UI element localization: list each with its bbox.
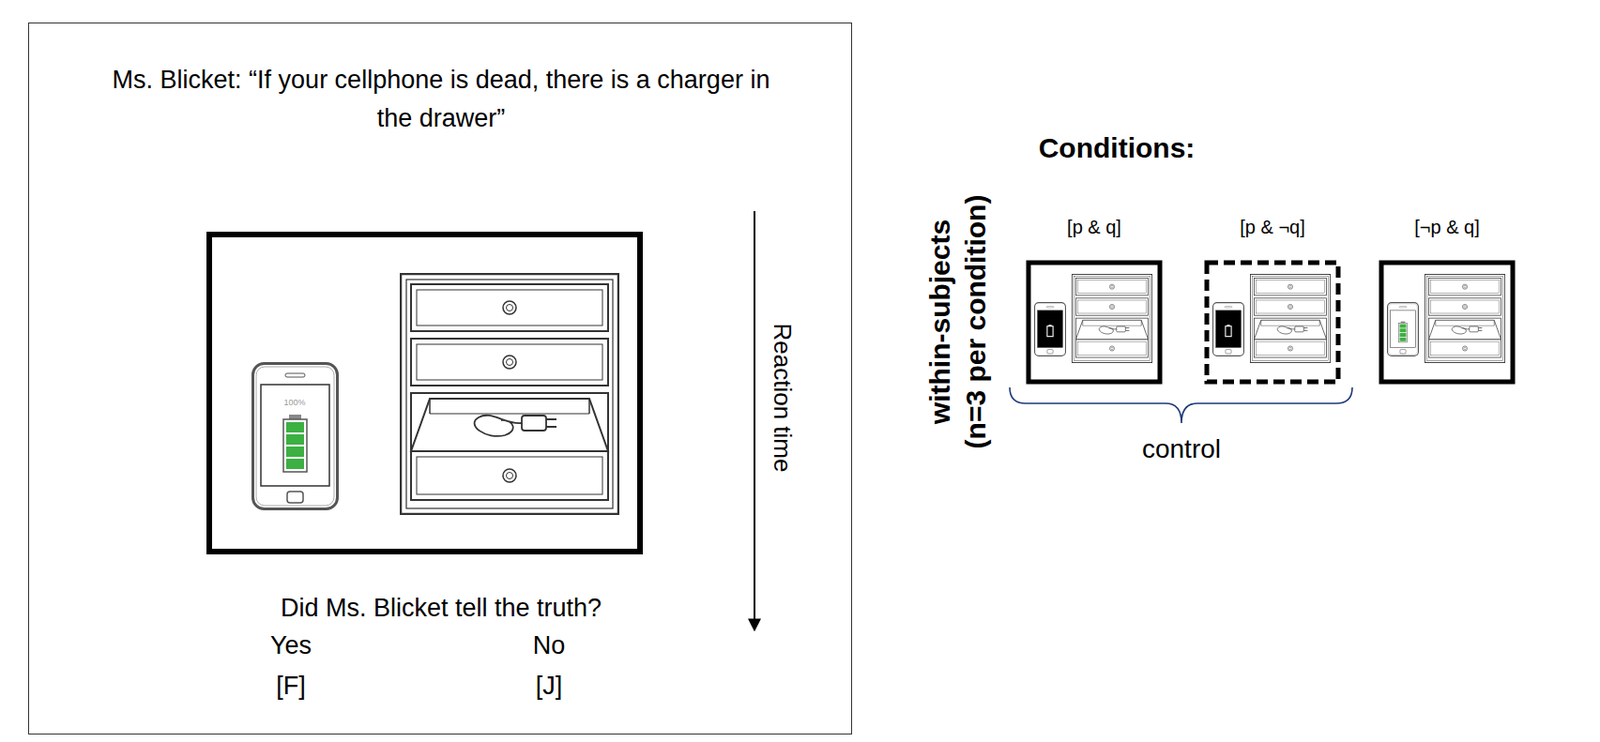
condition-label: [p & ¬q] bbox=[1239, 215, 1306, 240]
condition-label: [p & q] bbox=[1066, 215, 1122, 240]
phone-icon bbox=[1035, 303, 1067, 357]
condition-frame bbox=[1206, 262, 1339, 382]
question-text: Did Ms. Blicket tell the truth? bbox=[178, 592, 704, 625]
stimulus-frame bbox=[209, 234, 640, 552]
condition-label: [¬p & q] bbox=[1414, 215, 1480, 240]
time-arrow bbox=[753, 211, 756, 631]
speaker-quote: Ms. Blicket: “If your cellphone is dead,… bbox=[93, 60, 789, 138]
key-label: [J] bbox=[535, 670, 564, 703]
battery-percent: 100% bbox=[283, 397, 305, 409]
control-brace bbox=[1009, 387, 1353, 424]
phone-icon bbox=[1213, 303, 1245, 357]
section-heading: Conditions: bbox=[1038, 130, 1196, 167]
key-label: [F] bbox=[275, 670, 306, 703]
condition-frame bbox=[1381, 262, 1513, 382]
phone-icon bbox=[1387, 303, 1419, 357]
phone-icon bbox=[253, 364, 338, 510]
drawer-icon bbox=[1071, 274, 1152, 363]
drawer-icon bbox=[400, 274, 619, 515]
drawer-icon bbox=[1249, 274, 1330, 363]
axis-label: Reaction time bbox=[767, 323, 799, 473]
design-label: within-subjects (n=3 per condition) bbox=[922, 190, 993, 454]
answer-option: Yes bbox=[270, 630, 312, 663]
drawer-icon bbox=[1424, 274, 1505, 363]
stimulus-panel: Ms. Blicket: “If your cellphone is dead,… bbox=[28, 22, 853, 735]
condition-frame bbox=[1028, 262, 1160, 382]
answer-option: No bbox=[533, 630, 566, 663]
group-label: control bbox=[1142, 432, 1221, 466]
